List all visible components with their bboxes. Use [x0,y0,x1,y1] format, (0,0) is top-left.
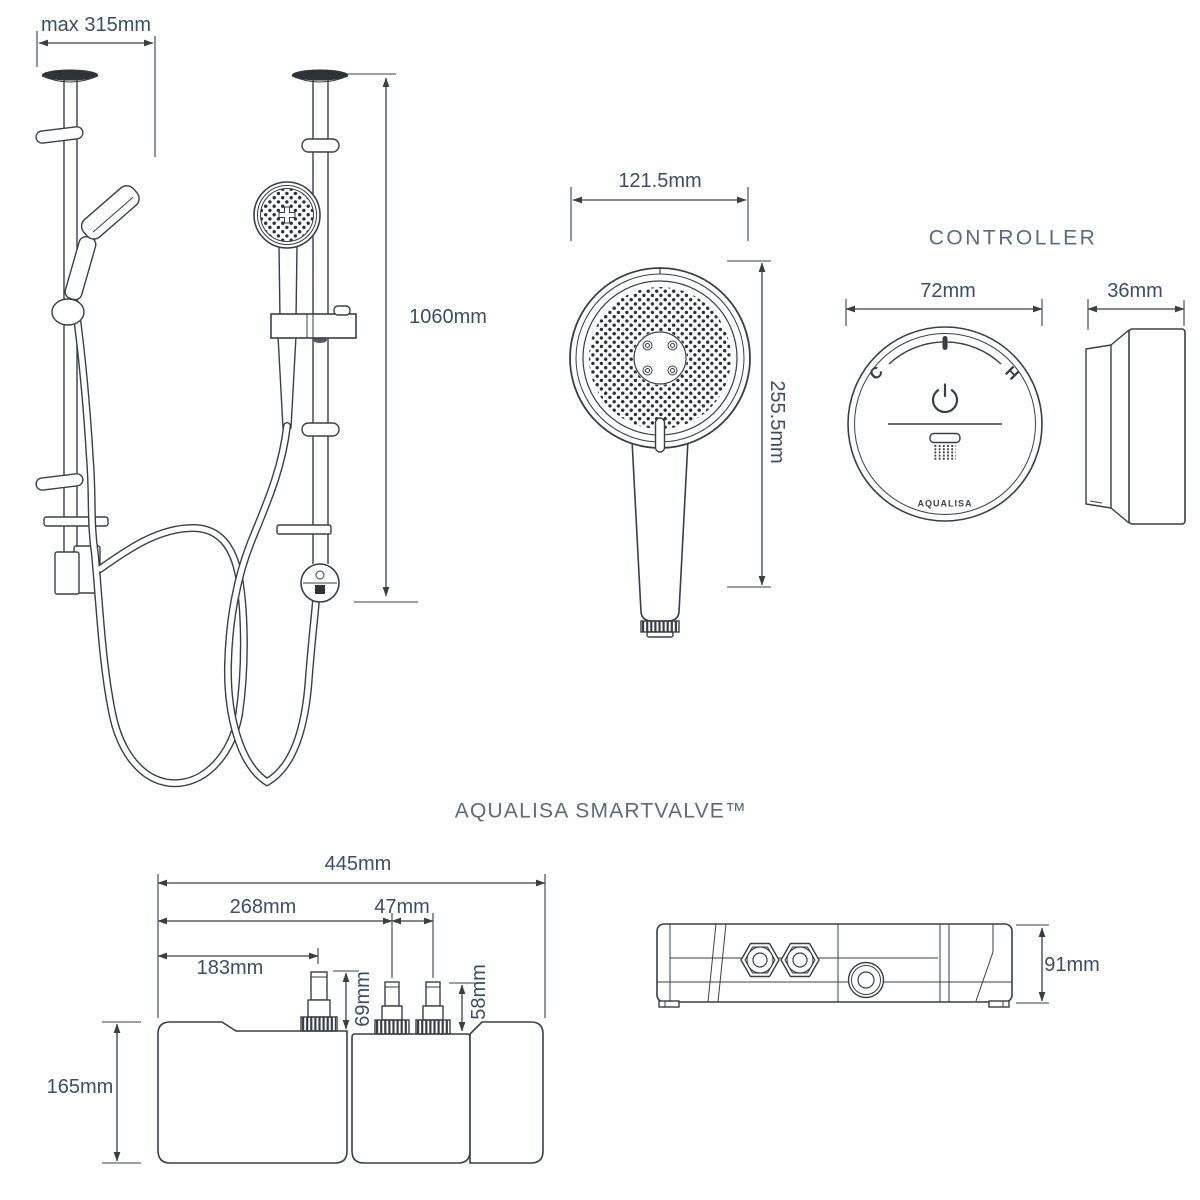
ceiling-flange [42,69,98,81]
valve-side-hex-fittings [740,942,820,978]
handset-width-label: 121.5mm [618,170,702,192]
shower-rail-front-view [223,69,418,787]
wall-bracket-lower [35,473,84,491]
smartvalve-front-view [102,874,546,1164]
valve-outlet-height-label: 69mm [352,971,374,1027]
valve-width-label: 445mm [324,853,392,875]
wall-bracket-upper [35,126,84,144]
valve-body-height-label: 165mm [46,1076,114,1098]
smartvalve-side-view [656,923,1049,1008]
handset-detail-view [569,187,771,638]
controller-depth-label: 36mm [1107,280,1163,302]
valve-inlet-spacing-label: 47mm [374,896,430,918]
ceiling-flange-front [292,69,348,81]
shower-head-icon [929,432,961,460]
valve-outlet-spigot [300,971,338,1032]
valve-inlet-offset-label: 268mm [229,896,297,918]
rail-max-width-label: max 315mm [40,14,152,36]
controller-width-label: 72mm [920,280,976,302]
valve-side-body [656,923,1013,1003]
slider-knob-side [51,298,85,326]
valve-side-height-label: 91mm [1044,954,1100,976]
valve-middle-module [351,1033,471,1164]
valve-side-round-fitting [847,961,885,999]
controller-side-view [1085,299,1186,525]
slider-button [333,305,351,316]
valve-inlet-spigot-2 [415,981,451,1035]
handset-handle [631,439,689,622]
rail-height-label: 1060mm [409,306,487,328]
controller-brand-label: AQUALISA [917,498,973,509]
valve-right-module [469,1021,544,1164]
rail-ring-lower [301,422,340,437]
controller-knob-side [1128,328,1186,525]
valve-outlet-offset-label: 183mm [196,957,264,979]
arc-top-tick [942,336,948,350]
valve-inlet-spigot-1 [374,981,410,1035]
shower-hose-side [71,299,248,788]
rail-ring-upper [301,138,340,153]
spray-mode-lever [654,417,666,453]
shower-rail-side-view [35,31,248,788]
controller-body [847,326,1043,522]
handset-side [80,185,140,240]
valve-left-module [157,1021,348,1164]
power-icon [931,383,959,414]
handset-height-label: 255.5mm [766,380,788,464]
smartvalve-title: AQUALISA SMARTVALVE™ [454,799,748,823]
controller-wall-plate [1085,344,1112,509]
controller-title: CONTROLLER [928,226,1098,250]
controller-front-view [845,299,1043,522]
valve-inlet-height-label: 58mm [468,964,490,1020]
